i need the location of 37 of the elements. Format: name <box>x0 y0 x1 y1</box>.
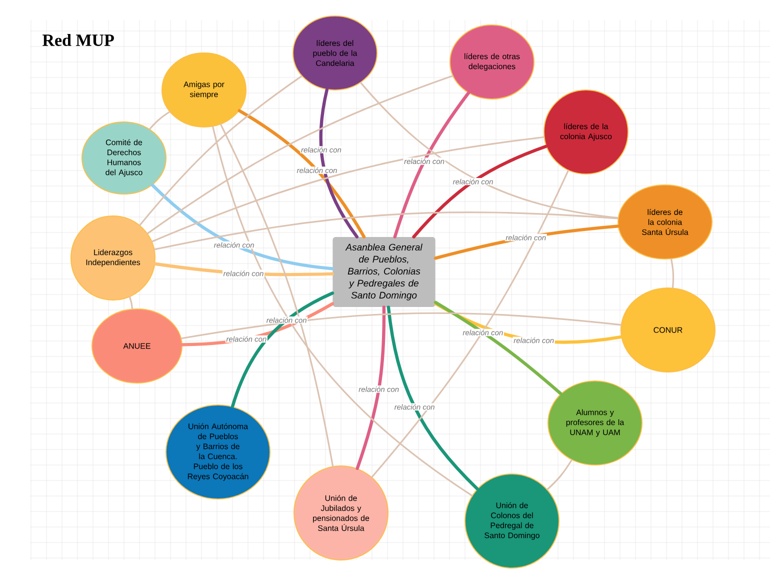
sketched-line <box>546 459 572 490</box>
sketched-line <box>139 75 302 226</box>
connector-line <box>150 184 334 270</box>
circle-node: líderes de la colonia Santa Úrsula <box>618 184 712 260</box>
sketched-line <box>180 312 622 340</box>
circle-node: Unión de Colonos del Pedregal de Santo Domingo <box>464 474 560 568</box>
connector-line <box>412 144 548 238</box>
circle-node: Unión Autónoma de Pueblos y Barrios de la Cuenca. Pueblo de los Reyes Coyoacán <box>166 404 270 500</box>
circle-node: ANUEE <box>92 308 182 384</box>
sketched-line <box>371 170 570 478</box>
circle-node: Liderazgos Independientes <box>70 216 156 300</box>
sketched-line <box>360 82 619 219</box>
sketched-line <box>220 124 334 468</box>
title: Red MUP <box>42 34 114 46</box>
connector-line <box>230 292 334 408</box>
connector-line <box>238 109 366 238</box>
circle-node: líderes de otras delegaciones <box>450 24 534 100</box>
circle-node: CONUR <box>620 288 716 372</box>
sketched-line <box>146 75 454 234</box>
circle-node: Alumnos y profesores de la UNAM y UAM <box>548 380 642 466</box>
sketched-line <box>212 126 473 496</box>
sketched-line <box>670 258 674 289</box>
connector-line <box>356 306 386 470</box>
topic-box: Asanblea General de Pueblos, Barrios, Colonias y Pedregales de Santo Domingo <box>332 237 436 307</box>
circle-node: líderes del pueblo de la Candelaria <box>292 16 378 90</box>
connector-line <box>319 88 359 238</box>
sketched-line <box>148 111 170 130</box>
sketched-line <box>154 212 619 250</box>
connector-line <box>386 306 479 490</box>
connector-line <box>393 92 470 238</box>
circle-node: Comité de Derechos Humanos del Ajusco <box>82 122 166 194</box>
connector-line <box>434 300 562 396</box>
circle-node: Unión de Jubilados y pensionados de Santa Úrsula <box>294 466 388 560</box>
circle-node: Amigas por siempre <box>162 52 246 128</box>
circle-node: líderes de la colonia Ajusco <box>544 90 628 174</box>
sketched-line <box>128 296 134 310</box>
sketched-line <box>151 136 545 242</box>
